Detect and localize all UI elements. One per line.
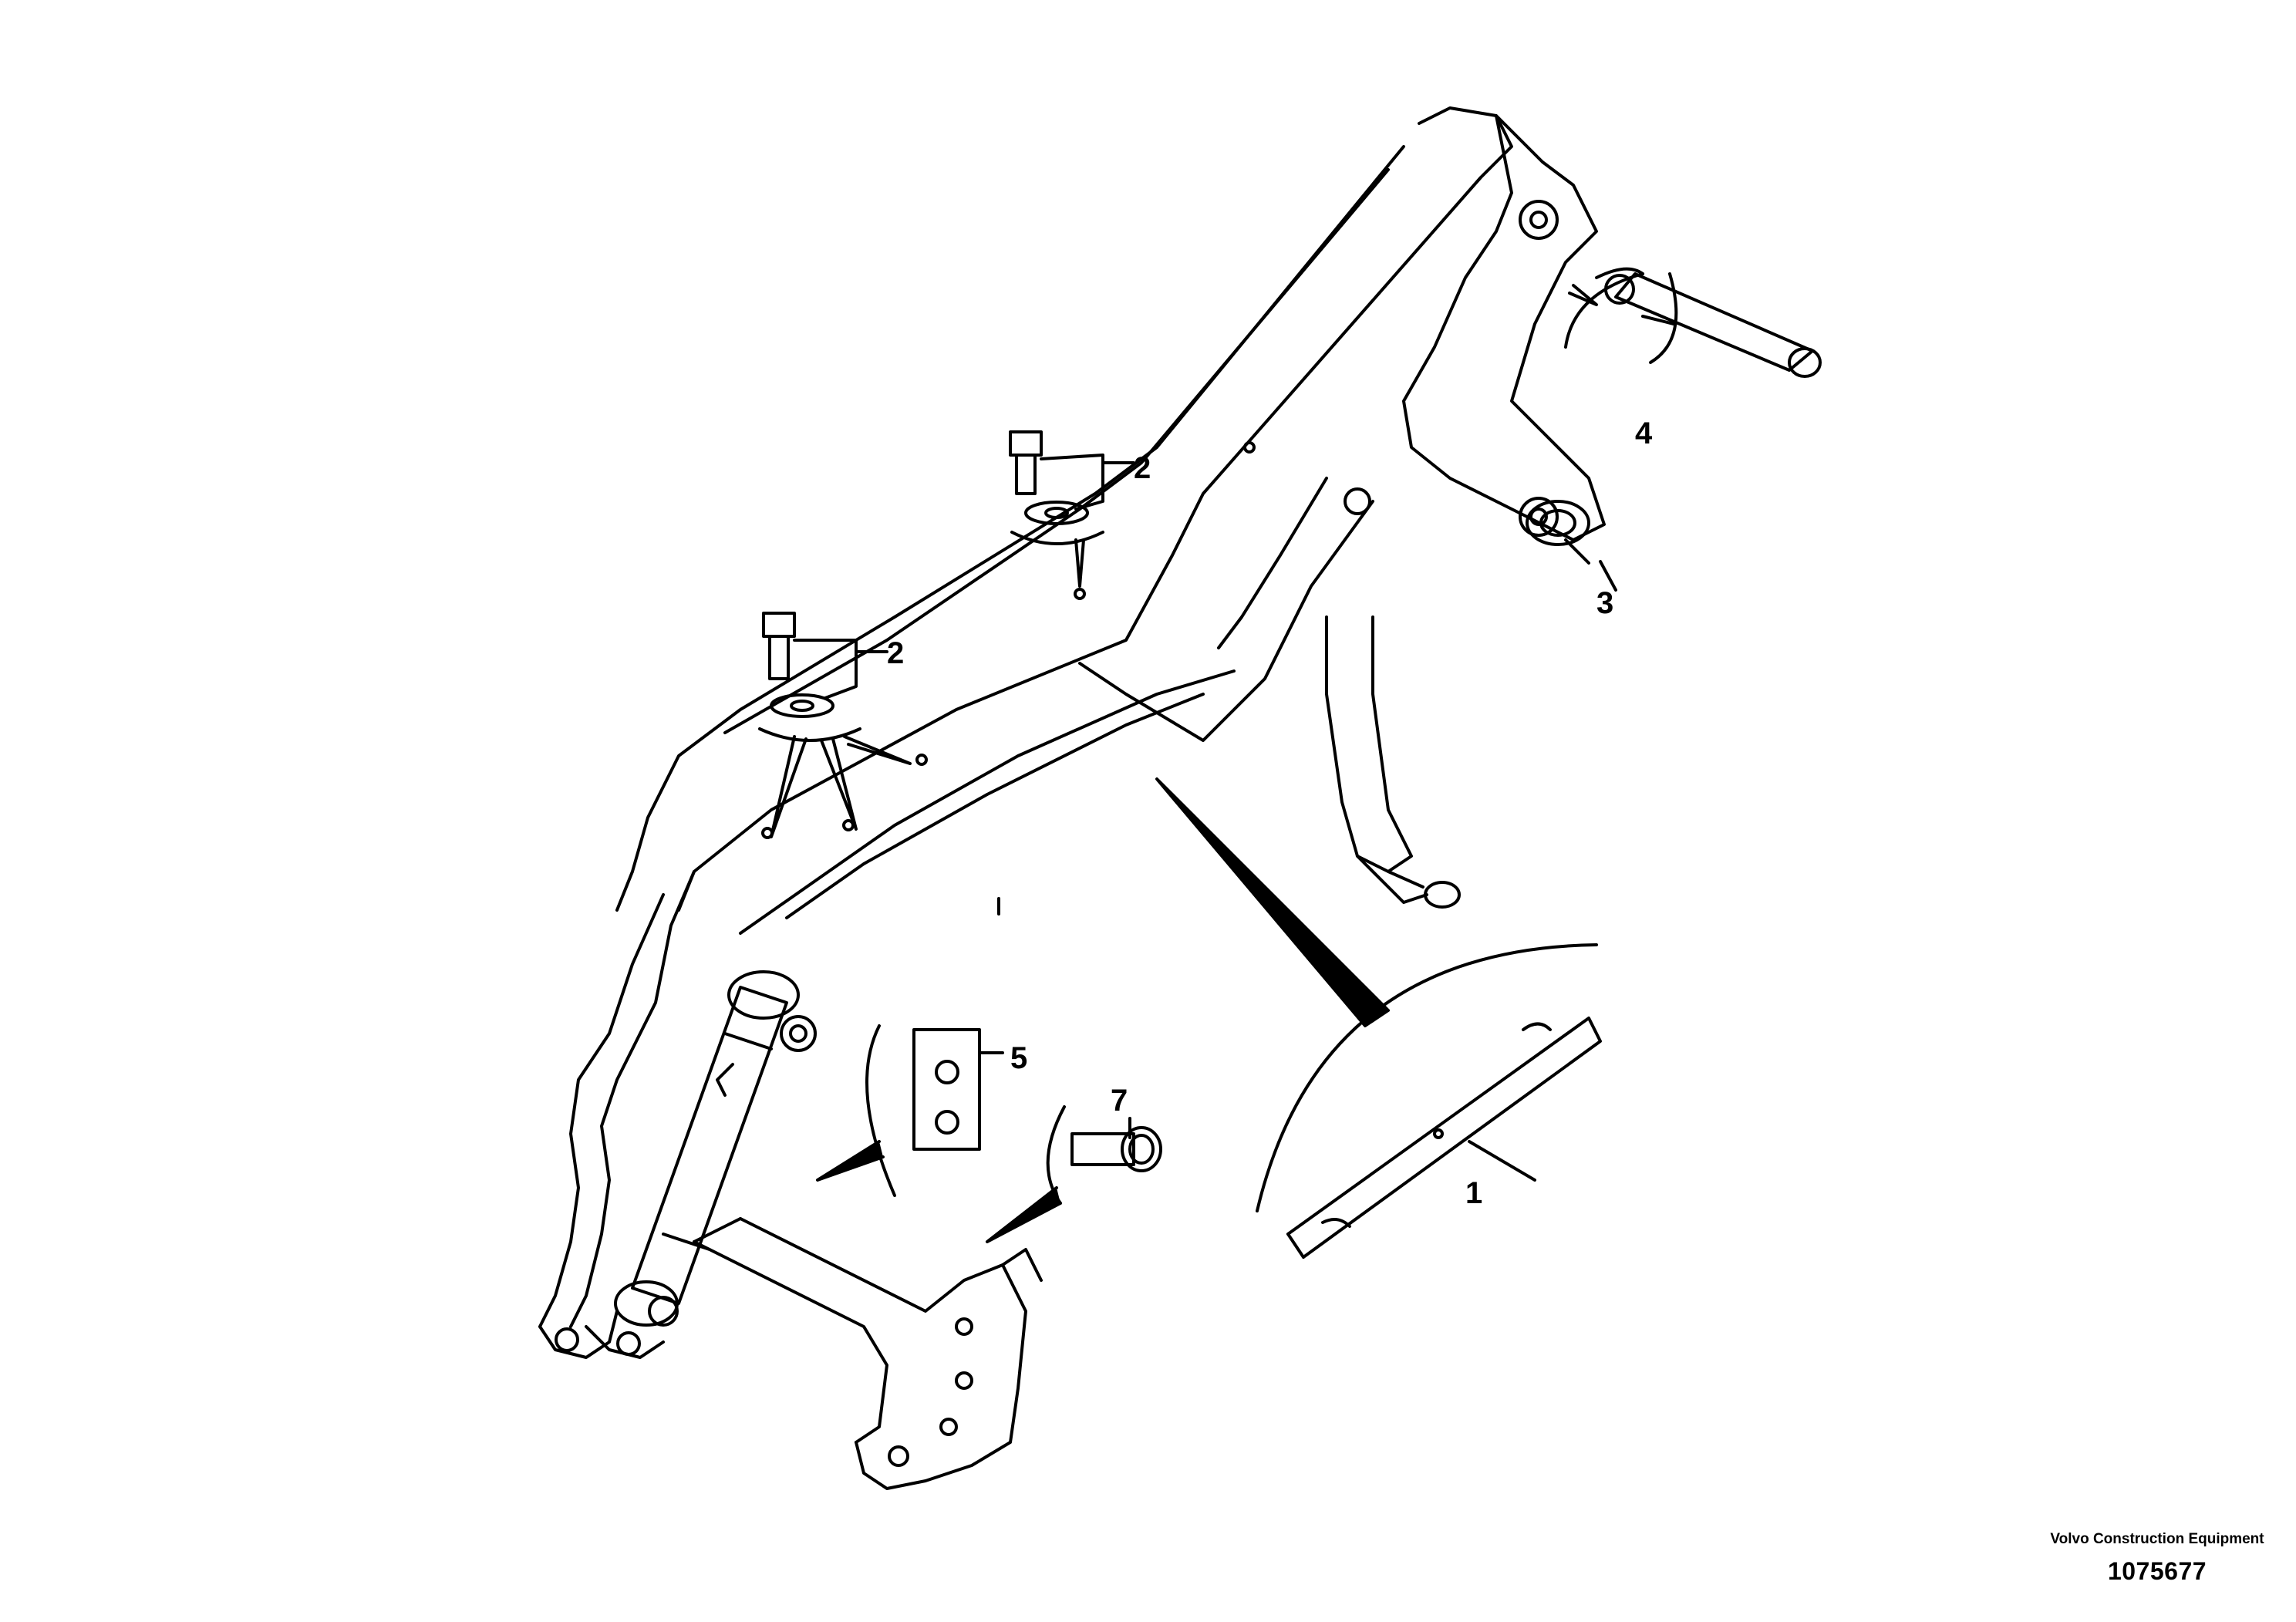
branding-block: Volvo Construction Equipment 1075677: [2041, 1531, 2273, 1586]
detail-tube-1: [1155, 777, 1602, 1259]
callout-label-2a: 2: [1134, 451, 1151, 485]
detail-pin-3: [1526, 500, 1590, 565]
boom-frame: [538, 106, 1606, 1490]
callout-label-4: 4: [1635, 416, 1653, 450]
callout-label-1: 1: [1465, 1176, 1482, 1210]
callout-label-3: 3: [1596, 586, 1613, 620]
detail-plate-5: [816, 1024, 1004, 1197]
hydraulic-cylinder: [614, 970, 817, 1327]
callout-label-7: 7: [1111, 1084, 1128, 1118]
callout-label-5: 5: [1010, 1041, 1027, 1075]
company-name: Volvo Construction Equipment: [2050, 1531, 2264, 1547]
detail-bolt-washer-upper: [1009, 430, 1135, 588]
detail-pin-4: [1564, 267, 1822, 378]
detail-bolt-7: [986, 1105, 1162, 1243]
drawing-number: 1075677: [2107, 1557, 2207, 1585]
detail-bolt-washer-lower: [758, 612, 912, 838]
callout-label-2b: 2: [887, 636, 904, 670]
